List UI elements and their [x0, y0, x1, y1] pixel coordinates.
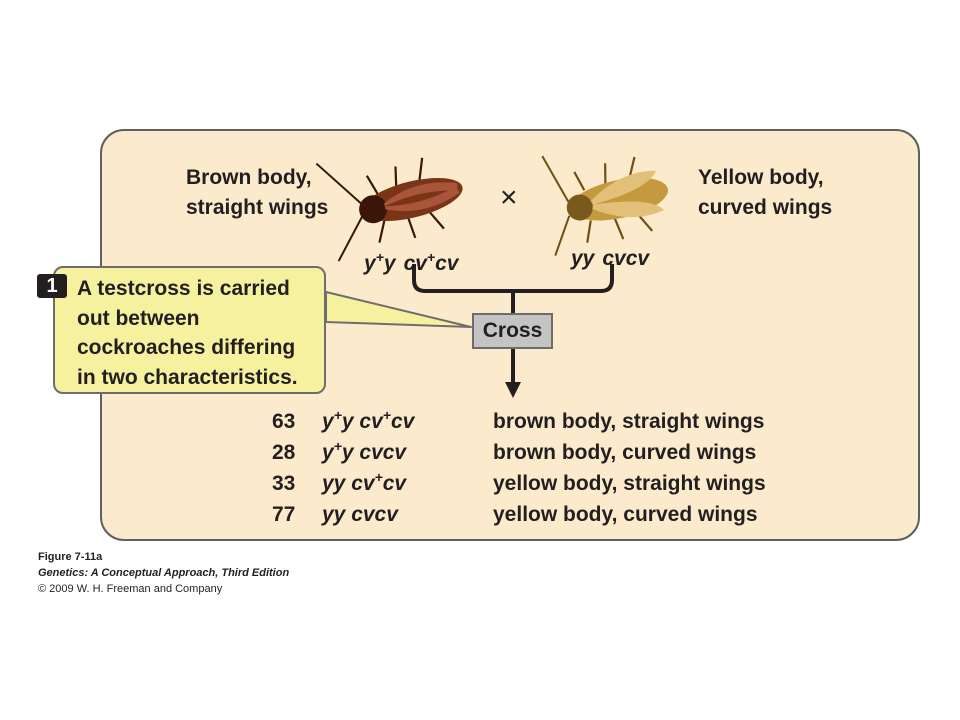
offspring-row: 63 y+y cv+cv brown body, straight wings [272, 406, 766, 437]
callout-line-3: cockroaches differing [77, 336, 296, 359]
offspring-count: 33 [272, 472, 296, 495]
callout-line-1: A testcross is carried [77, 277, 290, 300]
left-parent-genotype: y+y cv+cv [364, 249, 459, 277]
offspring-genotype: y+y cvcv [322, 438, 407, 464]
yellow-cockroach-icon [541, 155, 668, 256]
cross-symbol: × [500, 181, 518, 214]
genotype-part: cv+ [403, 249, 436, 275]
left-parent-phenotype: Brown body, straight wings [186, 163, 328, 223]
offspring-phenotype: yellow body, straight wings [493, 472, 766, 495]
figure-number: Figure 7-11a [38, 551, 103, 563]
cross-box: Cross [472, 313, 553, 349]
offspring-genotype: y+y cv+cv [322, 407, 415, 433]
right-parent-phenotype-line-2: curved wings [698, 196, 833, 219]
offspring-row: 77 yy cvcv yellow body, curved wings [272, 499, 766, 530]
offspring-phenotype: yellow body, curved wings [493, 503, 758, 526]
brown-cockroach-icon [315, 157, 463, 262]
offspring-results: 63 y+y cv+cv brown body, straight wings … [272, 406, 766, 530]
offspring-row: 33 yy cv+cv yellow body, straight wings [272, 468, 766, 499]
offspring-count: 77 [272, 503, 296, 526]
right-parent-phenotype-line-1: Yellow body, [698, 166, 824, 189]
genotype-part: y [383, 252, 396, 275]
offspring-count: 63 [272, 410, 296, 433]
step-callout: A testcross is carried out between cockr… [53, 266, 326, 394]
right-parent-phenotype: Yellow body, curved wings [698, 163, 832, 223]
left-parent-phenotype-line-2: straight wings [186, 196, 329, 219]
result-arrowhead [505, 382, 521, 398]
callout-line-2: out between [77, 306, 200, 330]
step-number-badge: 1 [37, 274, 67, 298]
offspring-genotype: yy cvcv [322, 503, 398, 526]
left-parent-phenotype-line-1: Brown body, [186, 166, 312, 189]
offspring-genotype: yy cv+cv [322, 469, 407, 495]
genotype-part: y+ [364, 249, 384, 275]
copyright-line: © 2009 W. H. Freeman and Company [38, 583, 223, 595]
genotype-part: cvcv [602, 247, 650, 270]
genotype-part: cv [435, 252, 459, 275]
book-title: Genetics: A Conceptual Approach, Third E… [38, 567, 290, 579]
offspring-row: 28 y+y cvcv brown body, curved wings [272, 437, 766, 468]
callout-pointer [325, 291, 472, 328]
callout-line-4: in two characteristics. [77, 365, 298, 389]
offspring-phenotype: brown body, curved wings [493, 441, 757, 464]
offspring-count: 28 [272, 441, 296, 464]
figure-credit: Figure 7-11a Genetics: A Conceptual Appr… [38, 549, 289, 597]
genotype-part: yy [571, 247, 595, 270]
offspring-phenotype: brown body, straight wings [493, 410, 765, 433]
